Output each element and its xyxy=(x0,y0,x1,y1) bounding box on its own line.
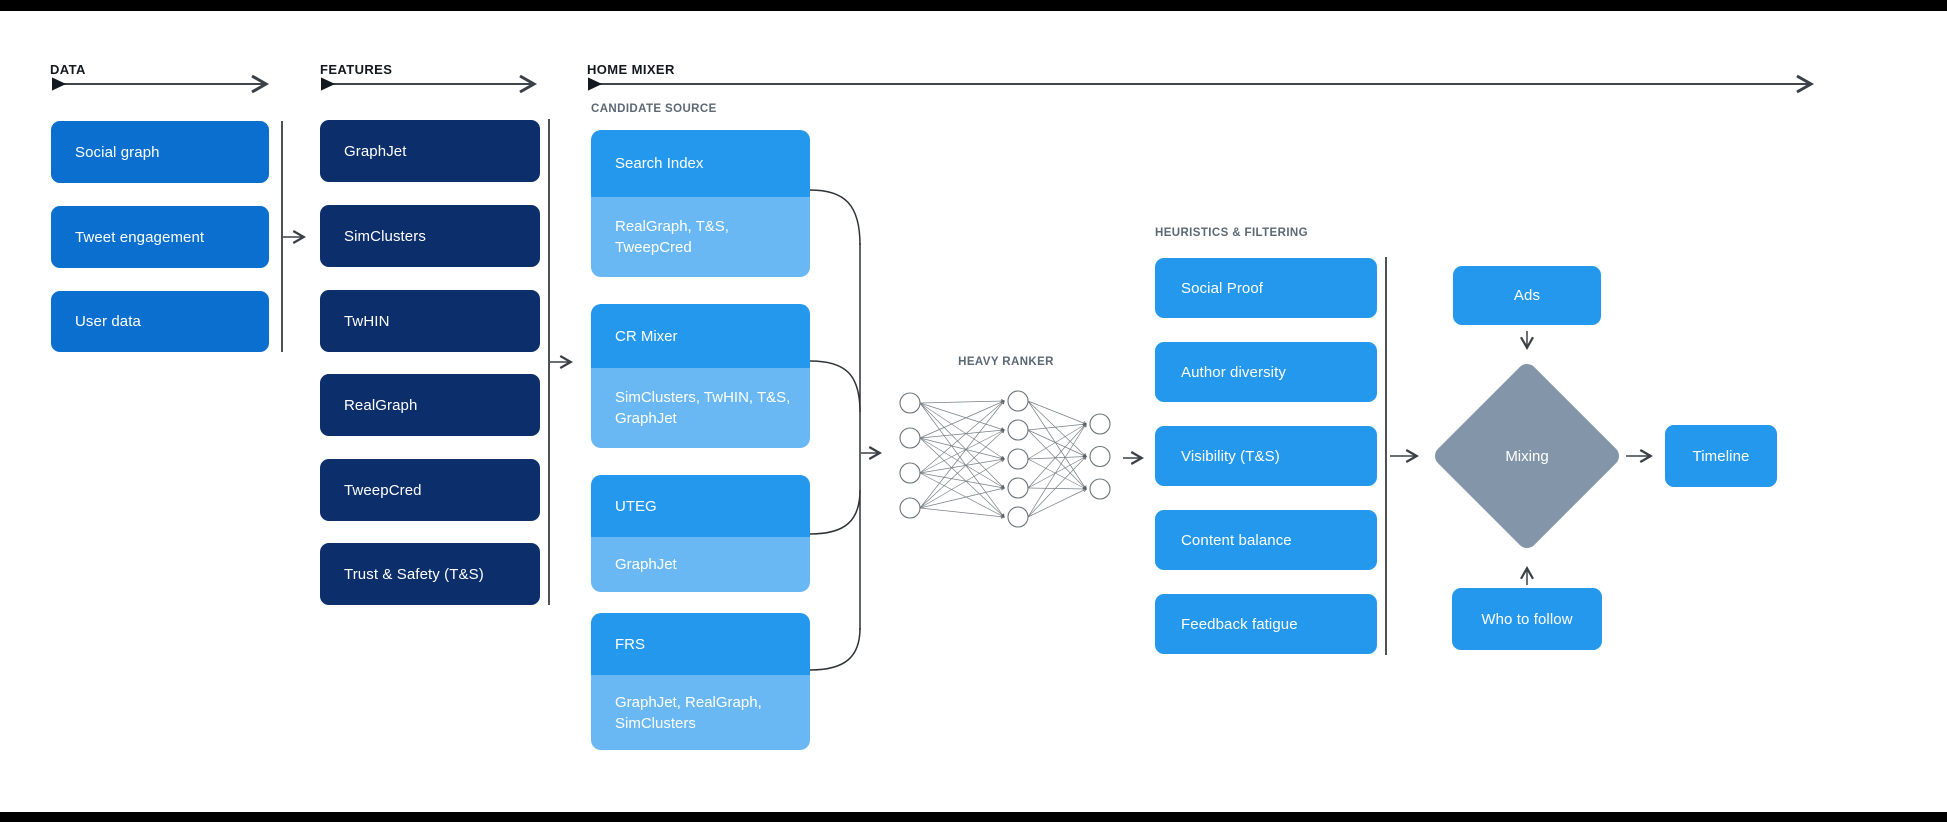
node-tweepcred: TweepCred xyxy=(320,459,540,521)
candidate-search-index-inputs: RealGraph, T&S, TweepCred xyxy=(591,197,810,277)
network-edge xyxy=(1027,488,1087,518)
network-node xyxy=(899,497,921,519)
node-tweet-engagement: Tweet engagement xyxy=(51,206,269,268)
candidate-frs-inputs: GraphJet, RealGraph, SimClusters xyxy=(591,675,810,750)
candidate-uteg-inputs: GraphJet xyxy=(591,537,810,592)
network-edge xyxy=(919,437,1005,461)
top-black-bar xyxy=(0,0,1947,11)
data-section-header: DATA xyxy=(50,62,86,77)
candidate-merge-connectors xyxy=(809,189,861,671)
network-edge xyxy=(1027,429,1087,458)
network-edge xyxy=(1027,423,1087,460)
candidate-cr-mixer-name: CR Mixer xyxy=(591,304,810,368)
network-edge xyxy=(919,402,1005,489)
heuristics-filtering-label: HEURISTICS & FILTERING xyxy=(1155,227,1308,239)
candidate-source-label: CANDIDATE SOURCE xyxy=(591,103,717,115)
network-node xyxy=(1007,390,1029,412)
node-graphjet: GraphJet xyxy=(320,120,540,182)
home-mixer-section-header: HOME MIXER xyxy=(587,62,675,77)
network-edge xyxy=(919,437,1005,489)
curve-frs xyxy=(809,627,861,671)
network-edge xyxy=(919,472,1005,518)
node-social-graph: Social graph xyxy=(51,121,269,183)
network-edge xyxy=(919,399,1005,404)
filter-content-balance: Content balance xyxy=(1155,510,1377,570)
candidate-uteg-name: UTEG xyxy=(591,475,810,537)
heavy-ranker-network xyxy=(899,390,1111,528)
network-edge xyxy=(919,429,1005,509)
network-node xyxy=(1007,419,1029,441)
network-edge xyxy=(919,400,1005,474)
network-edge xyxy=(1027,423,1087,518)
network-edge xyxy=(919,458,1005,509)
network-node xyxy=(899,427,921,449)
network-node xyxy=(899,462,921,484)
candidate-search-index-name: Search Index xyxy=(591,130,810,197)
network-node xyxy=(1089,413,1111,435)
network-edge xyxy=(919,486,1005,509)
node-trust-safety: Trust & Safety (T&S) xyxy=(320,543,540,605)
candidate-uteg: UTEG GraphJet xyxy=(591,475,810,592)
network-node xyxy=(1089,478,1111,500)
network-edge xyxy=(1027,400,1087,490)
node-simclusters: SimClusters xyxy=(320,205,540,267)
node-timeline: Timeline xyxy=(1665,425,1777,487)
network-edge xyxy=(919,429,1005,474)
candidate-cr-mixer: CR Mixer SimClusters, TwHIN, T&S, GraphJ… xyxy=(591,304,810,448)
network-edge xyxy=(1027,458,1087,490)
node-realgraph: RealGraph xyxy=(320,374,540,436)
network-edge xyxy=(1027,429,1087,490)
candidate-search-index: Search Index RealGraph, T&S, TweepCred xyxy=(591,130,810,277)
network-edge xyxy=(1027,455,1087,489)
network-edge xyxy=(919,428,1005,439)
curve-search-index xyxy=(809,189,861,246)
network-edge xyxy=(919,402,1005,518)
network-edge xyxy=(1027,486,1087,491)
candidate-cr-mixer-inputs: SimClusters, TwHIN, T&S, GraphJet xyxy=(591,368,810,448)
filter-visibility: Visibility (T&S) xyxy=(1155,426,1377,486)
node-who-to-follow: Who to follow xyxy=(1452,588,1602,650)
filter-author-diversity: Author diversity xyxy=(1155,342,1377,402)
network-edge xyxy=(1027,423,1087,489)
network-edge xyxy=(919,457,1005,474)
node-ads: Ads xyxy=(1453,266,1601,325)
network-node xyxy=(1089,445,1111,468)
curve-uteg xyxy=(809,489,861,535)
mixing-label: Mixing xyxy=(1505,447,1549,465)
network-edge xyxy=(919,402,1005,432)
bottom-black-bar xyxy=(0,812,1947,822)
heavy-ranker-label: HEAVY RANKER xyxy=(958,356,1054,368)
node-user-data: User data xyxy=(51,291,269,352)
curve-cr-mixer xyxy=(809,360,861,413)
candidate-frs-name: FRS xyxy=(591,613,810,675)
mixing-diamond-shape: Mixing xyxy=(1430,359,1624,553)
network-edge xyxy=(1027,455,1087,518)
network-edge xyxy=(919,472,1005,490)
node-twhin: TwHIN xyxy=(320,290,540,352)
filter-social-proof: Social Proof xyxy=(1155,258,1377,318)
network-edge xyxy=(919,507,1005,519)
network-node xyxy=(1007,477,1029,499)
network-edge xyxy=(1027,454,1087,460)
network-edge xyxy=(919,400,1005,509)
node-mixing: Mixing xyxy=(1430,359,1624,553)
network-node xyxy=(1007,506,1029,528)
filter-feedback-fatigue: Feedback fatigue xyxy=(1155,594,1377,654)
network-node xyxy=(1007,448,1029,470)
network-edge xyxy=(919,400,1005,439)
network-edge xyxy=(1027,422,1087,431)
features-section-header: FEATURES xyxy=(320,62,393,77)
candidate-frs: FRS GraphJet, RealGraph, SimClusters xyxy=(591,613,810,750)
network-edge xyxy=(1027,400,1087,425)
network-node xyxy=(899,392,921,414)
network-edge xyxy=(1027,400,1087,458)
network-edge xyxy=(919,437,1005,518)
network-edge xyxy=(919,402,1005,460)
